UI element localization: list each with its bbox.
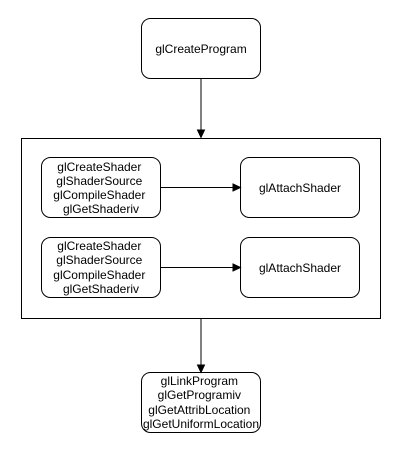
node-shader-setup-1[interactable]: glCreateShader glShaderSource glCompileS… [41, 157, 161, 218]
edge-setup-1-to-attach-1 [161, 183, 242, 192]
node-shader-setup-2[interactable]: glCreateShader glShaderSource glCompileS… [41, 237, 161, 298]
edge-create-program-to-group-arrow-icon [196, 129, 206, 139]
node-shader-setup-1-line-4: glGetShaderiv [63, 202, 139, 216]
node-attach-shader-1-line-1: glAttachShader [259, 181, 341, 195]
node-create-program-text: glCreateProgram [155, 42, 246, 56]
edge-group-to-link-program-arrow-icon [196, 364, 206, 374]
edge-group-to-link-program [196, 319, 206, 374]
edge-setup-1-to-attach-1-arrow-icon [232, 183, 242, 192]
node-attach-shader-2[interactable]: glAttachShader [240, 237, 360, 298]
node-create-program-box [141, 18, 261, 79]
node-link-program-text: glLinkProgram glGetProgramiv glGetAttrib… [143, 374, 259, 431]
node-link-program-line-3: glGetAttribLocation [148, 403, 250, 417]
node-shader-setup-1-line-1: glCreateShader [57, 160, 141, 174]
edge-create-program-to-group [196, 79, 206, 139]
node-shader-setup-1-text: glCreateShader glShaderSource glCompileS… [53, 160, 148, 216]
node-shader-setup-2-text: glCreateShader glShaderSource glCompileS… [53, 239, 148, 296]
node-link-program-line-4: glGetUniformLocation [143, 417, 259, 431]
node-link-program-line-2: glGetProgramiv [158, 388, 241, 402]
node-create-program[interactable]: glCreateProgram [141, 18, 261, 79]
edge-setup-2-to-attach-2-arrow-icon [232, 263, 242, 272]
node-attach-shader-1-text: glAttachShader [259, 181, 341, 195]
node-shader-setup-1-box [41, 157, 161, 218]
node-link-program[interactable]: glLinkProgram glGetProgramiv glGetAttrib… [141, 372, 261, 433]
node-shader-setup-2-line-3: glCompileShader [53, 268, 145, 282]
node-shader-setup-1-line-3: glCompileShader [53, 188, 145, 202]
node-shader-setup-2-box [41, 237, 161, 298]
node-attach-shader-2-text: glAttachShader [259, 261, 341, 275]
node-link-program-line-1: glLinkProgram [161, 374, 238, 388]
node-shader-setup-1-line-2: glShaderSource [56, 174, 142, 188]
node-shader-setup-2-line-4: glGetShaderiv [63, 282, 139, 296]
node-shader-setup-2-line-2: glShaderSource [56, 253, 142, 267]
node-attach-shader-2-line-1: glAttachShader [259, 261, 341, 275]
node-create-program-line-1: glCreateProgram [155, 42, 246, 56]
node-attach-shader-1[interactable]: glAttachShader [240, 157, 360, 218]
node-shader-setup-2-line-1: glCreateShader [57, 239, 141, 253]
edge-setup-2-to-attach-2 [161, 263, 242, 272]
